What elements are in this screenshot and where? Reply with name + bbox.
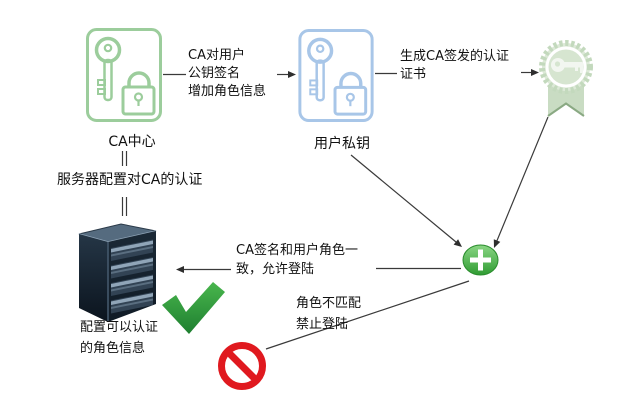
server-tower-icon	[78, 223, 157, 322]
line-award-to-plus	[496, 116, 549, 241]
arrowhead-to-server	[176, 266, 184, 273]
generate-cert-annotation: 生成CA签发的认证 证书	[400, 48, 509, 84]
no-entry-icon	[218, 342, 266, 390]
annotation-line: CA签名和用户角色一	[236, 243, 358, 258]
annotation-line: 禁止登陆	[296, 317, 349, 332]
annotation-line: 增加角色信息	[188, 84, 267, 99]
ca-center-label: CA中心	[108, 134, 156, 150]
arrowhead-to-userkey	[288, 71, 296, 78]
annotation-line: 证书	[400, 67, 427, 82]
annotation-line: 生成CA签发的认证	[400, 49, 509, 64]
user-key-label: 用户私钥	[314, 136, 370, 152]
caption-line: 的角色信息	[80, 341, 146, 356]
caption-line: 配置可以认证	[80, 320, 159, 335]
key-lock-icon-blue	[298, 28, 374, 123]
certificate-award-icon	[539, 40, 593, 117]
configured-roles-caption: 配置可以认证 的角色信息	[80, 317, 158, 359]
checkmark-icon	[162, 282, 225, 334]
annotation-line: 公钥签名	[188, 66, 241, 81]
deny-login-annotation: 角色不匹配 禁止登陆	[296, 293, 361, 335]
line-userkey-to-plus	[350, 154, 457, 243]
sign-annotation: CA对用户 公钥签名 增加角色信息	[188, 47, 266, 101]
allow-login-annotation: CA签名和用户角色一 致，允许登陆	[236, 241, 358, 279]
server-config-annotation: 服务器配置对CA的认证	[57, 172, 203, 188]
plus-circle-icon	[462, 244, 499, 276]
key-lock-icon-green	[86, 28, 162, 122]
annotation-line: 致，允许登陆	[236, 262, 315, 277]
annotation-line: 角色不匹配	[296, 296, 362, 311]
annotation-line: CA对用户	[188, 48, 245, 63]
